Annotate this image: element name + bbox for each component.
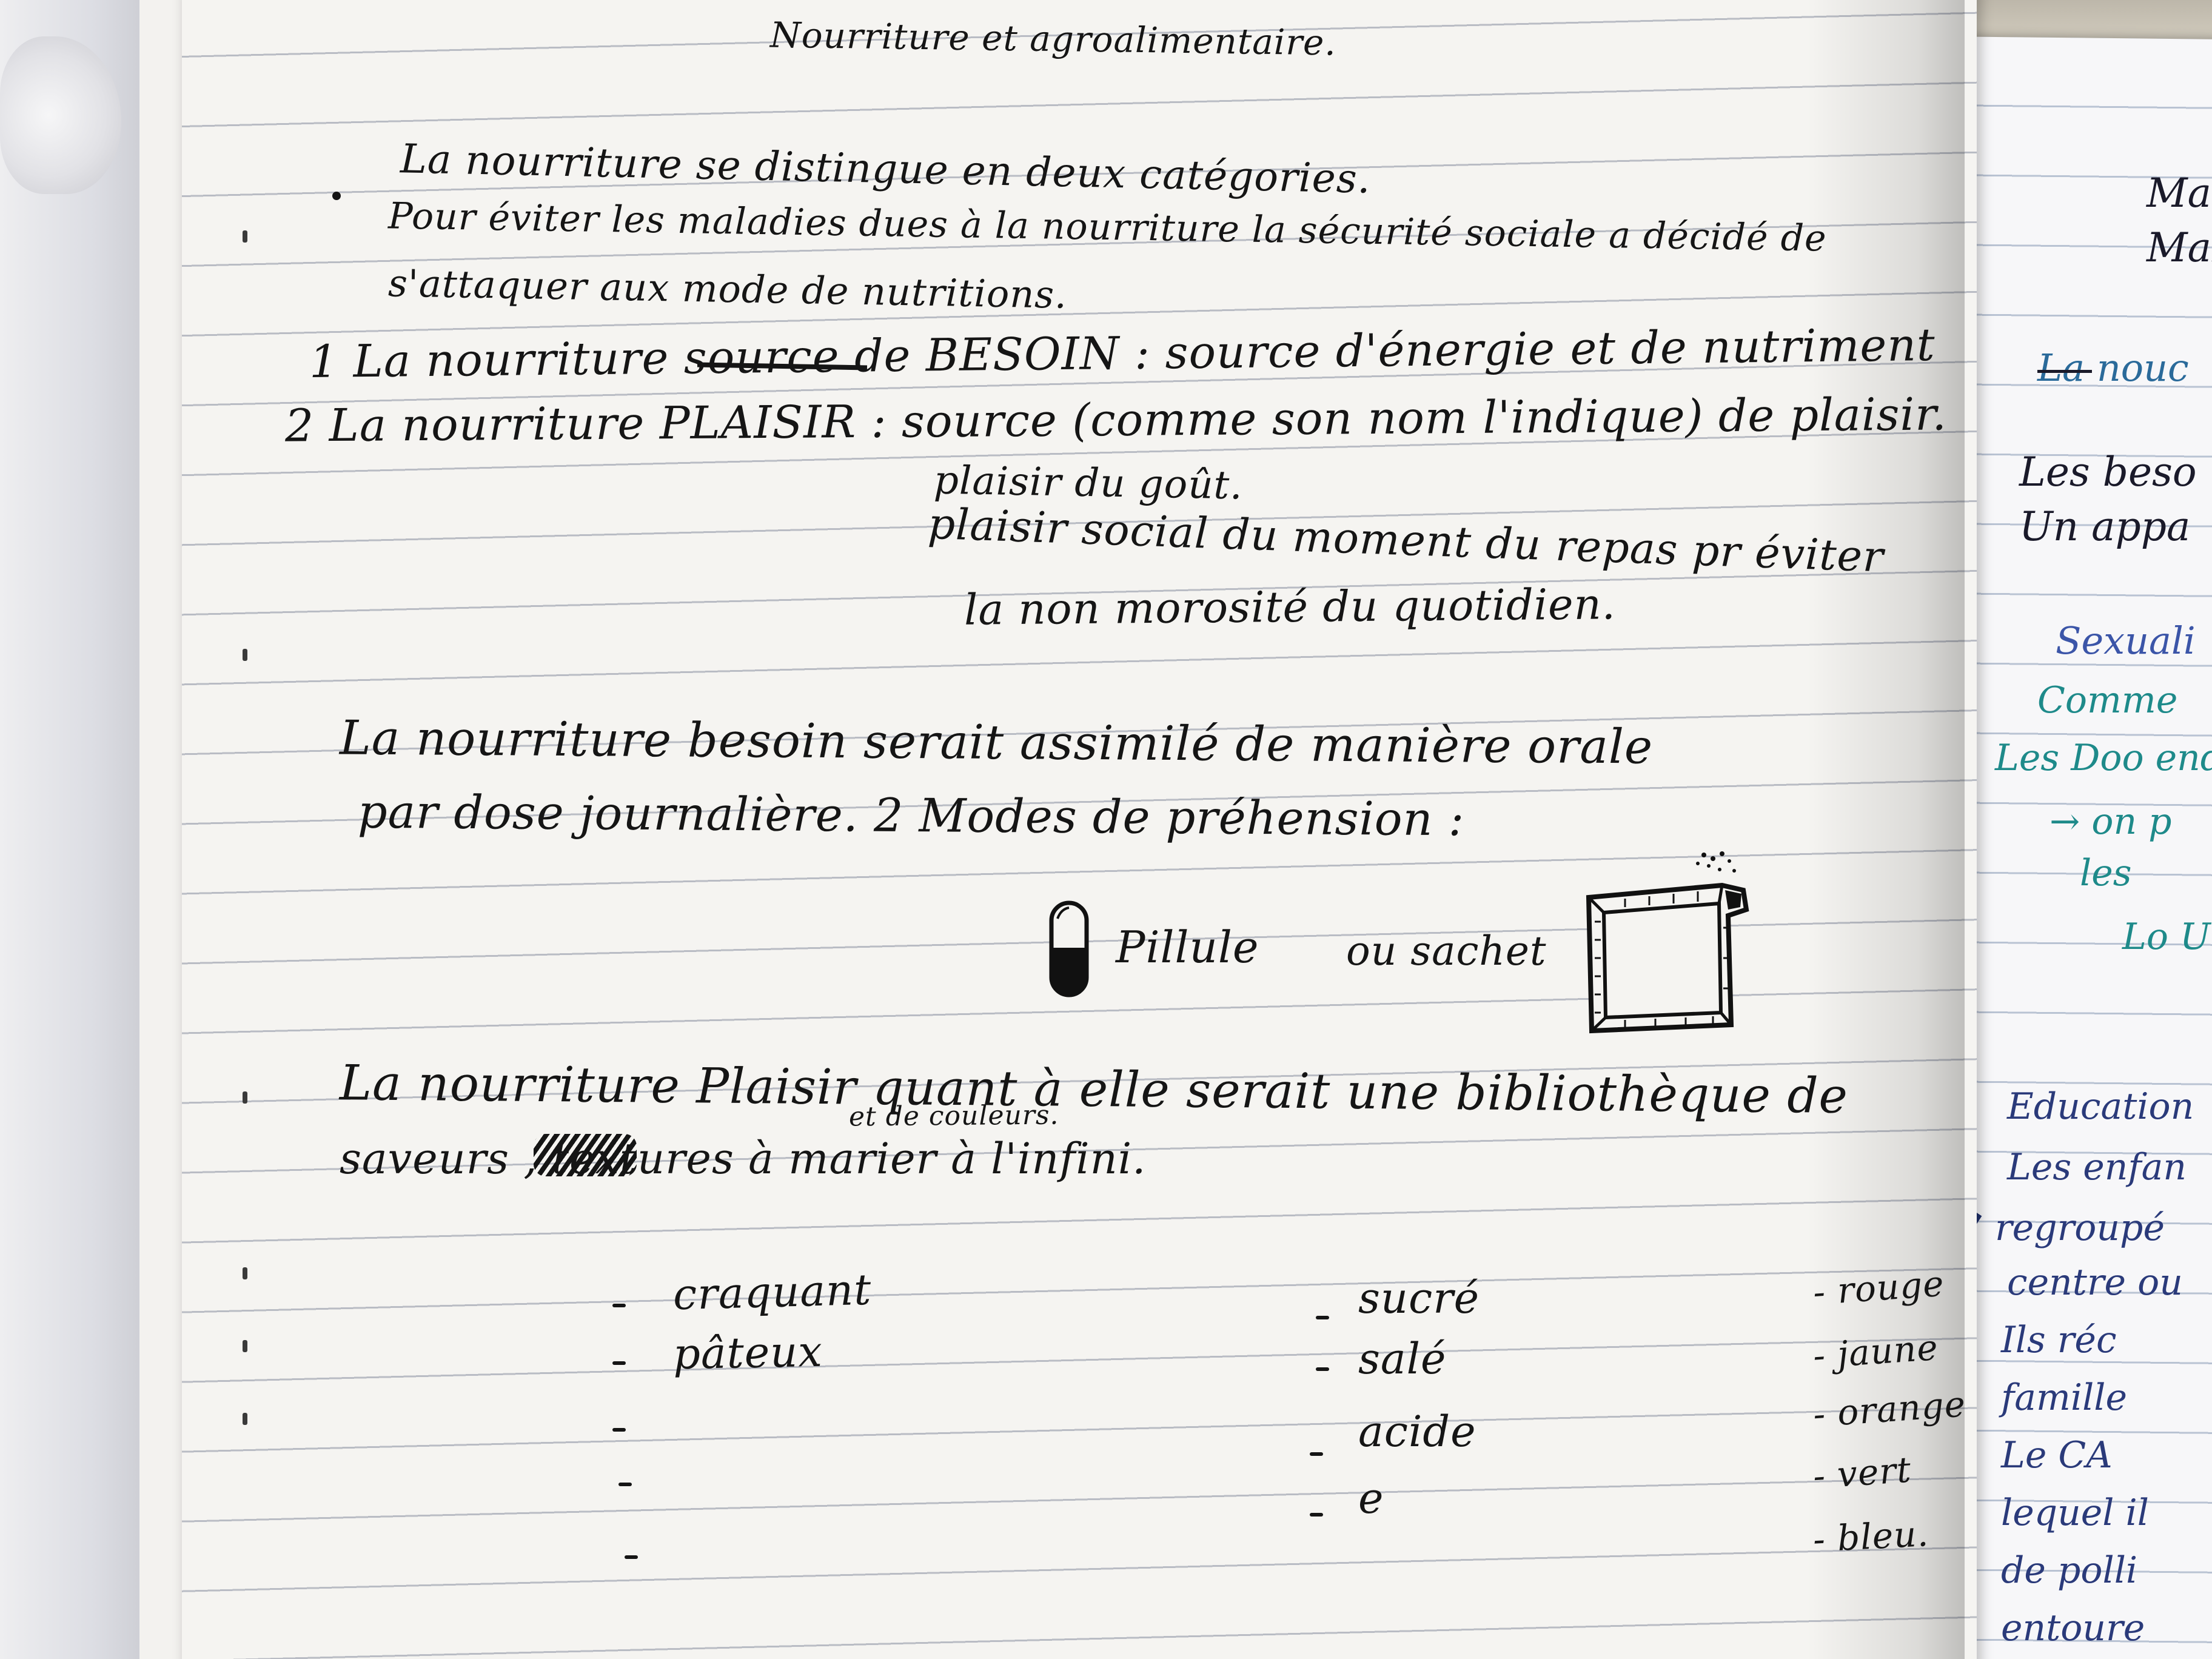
sachet-label: ou sachet (1346, 928, 1547, 974)
adjacent-line: Education (2007, 1085, 2194, 1128)
adjacent-strikethrough (2037, 370, 2092, 373)
adjacent-line: Ils réc (2001, 1319, 2117, 1361)
texture-item: pâteux (672, 1326, 823, 1379)
adjacent-line: entoure (2001, 1607, 2145, 1649)
note-line: saveurs , textures à marier à l'infini. (340, 1134, 1147, 1184)
list-dash (612, 1361, 626, 1365)
adjacent-line: Le CA (2001, 1434, 2113, 1476)
page-title: Nourriture et agroalimentaire. (769, 14, 1337, 64)
adjacent-line: Les Doo end (1995, 737, 2212, 779)
adjacent-line: Les enfan (2007, 1146, 2187, 1188)
adjacent-line: Un appa (2019, 503, 2191, 550)
pill-icon (1049, 900, 1089, 997)
notebook-page (182, 0, 1977, 1659)
insertion-note: et de couleurs. (848, 1099, 1059, 1133)
list-dash (1316, 1367, 1329, 1371)
adjacent-line: Mar (2147, 170, 2212, 216)
adjacent-line: regroupé (1995, 1207, 2165, 1249)
note-line: La nourriture besoin serait assimilé de … (339, 711, 1654, 775)
adjacent-line: lequel il (2001, 1492, 2149, 1534)
adjacent-line: de polli (2001, 1549, 2138, 1592)
crumpled-paper (0, 36, 121, 194)
margin-marks (243, 182, 249, 1577)
list-dash (625, 1555, 638, 1559)
color-item: - vert (1811, 1449, 1913, 1497)
taste-item: acide (1358, 1407, 1476, 1456)
background-surface (0, 0, 158, 1659)
adjacent-line: La nouc (2037, 346, 2189, 390)
list-dash (1316, 1316, 1329, 1319)
taste-item: salé (1358, 1334, 1447, 1384)
adjacent-line: les (2080, 852, 2132, 894)
list-dash (1310, 1513, 1323, 1517)
adjacent-line: Comme (2037, 679, 2178, 722)
taste-item: sucré (1358, 1273, 1480, 1323)
sachet-icon (1586, 851, 1749, 1034)
adjacent-line: Les beso (2019, 449, 2197, 495)
color-item: - jaune (1811, 1326, 1940, 1377)
list-dash (618, 1483, 632, 1486)
taste-item: e (1358, 1473, 1384, 1523)
adjacent-line: Max (2147, 224, 2212, 271)
list-dash (1310, 1452, 1323, 1456)
texture-item: craquant (672, 1264, 873, 1320)
adjacent-line: Lo U (2122, 916, 2211, 958)
list-dash (612, 1304, 626, 1307)
adjacent-line: → on p (2049, 800, 2172, 843)
adjacent-line: centre ou (2007, 1261, 2183, 1304)
adjacent-line: famille (2001, 1376, 2127, 1419)
color-item: - bleu. (1812, 1513, 1930, 1560)
pill-label: Pillule (1116, 922, 1259, 973)
note-line: par dose journalière. 2 Modes de préhens… (357, 784, 1465, 846)
bullet-point (332, 192, 341, 200)
adjacent-line: Sexuali (2056, 618, 2196, 663)
note-line: la non morosité du quotidien. (964, 579, 1617, 635)
list-dash (612, 1428, 626, 1432)
page-gutter-shadow (1807, 0, 1965, 1659)
scribbled-out-word (534, 1134, 637, 1176)
